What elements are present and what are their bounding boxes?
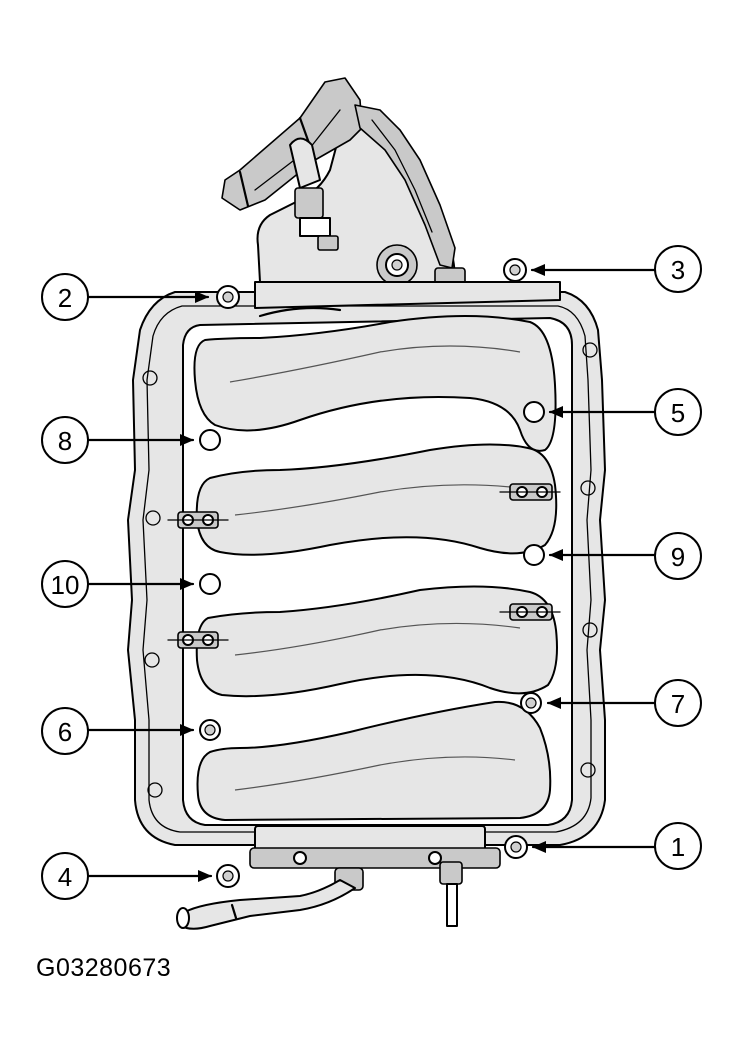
bolt-4	[216, 864, 240, 888]
throttle-body-assembly	[221, 77, 561, 318]
manifold-bolts	[199, 258, 545, 888]
callout-9-label: 9	[671, 542, 685, 572]
callout-4-label: 4	[58, 862, 72, 892]
callout-3: 3	[530, 245, 702, 293]
callout-1: 1	[531, 822, 702, 870]
callouts: 2 3 8 5 10 9	[41, 245, 702, 900]
bolt-8	[199, 429, 221, 451]
figure-id: G03280673	[36, 954, 172, 982]
bolt-3	[503, 258, 527, 282]
intake-runners	[193, 315, 558, 821]
callout-2: 2	[41, 273, 210, 321]
callout-5: 5	[548, 388, 702, 436]
callout-7-label: 7	[671, 689, 685, 719]
callout-7: 7	[546, 679, 702, 727]
callout-3-label: 3	[671, 255, 685, 285]
callout-4: 4	[41, 852, 213, 900]
callout-6: 6	[41, 707, 195, 755]
callout-10: 10	[41, 560, 195, 608]
runner-3	[195, 585, 558, 698]
callout-2-label: 2	[58, 283, 72, 313]
bolt-10	[199, 573, 221, 595]
injector-clusters	[167, 483, 561, 649]
callout-6-label: 6	[58, 717, 72, 747]
runner-2	[195, 443, 558, 556]
callout-5-label: 5	[671, 398, 685, 428]
flange-bosses	[142, 342, 598, 798]
callout-10-label: 10	[51, 570, 80, 600]
fuel-rail-bottom	[176, 825, 501, 930]
callout-8-label: 8	[58, 426, 72, 456]
bolt-6	[199, 719, 221, 741]
bolt-7	[520, 692, 542, 714]
bolt-9	[523, 544, 545, 566]
callout-1-label: 1	[671, 832, 685, 862]
bolt-1	[504, 835, 528, 859]
bolt-2	[216, 285, 240, 309]
callout-9: 9	[548, 532, 702, 580]
bolt-5	[523, 401, 545, 423]
callout-8: 8	[41, 416, 195, 464]
